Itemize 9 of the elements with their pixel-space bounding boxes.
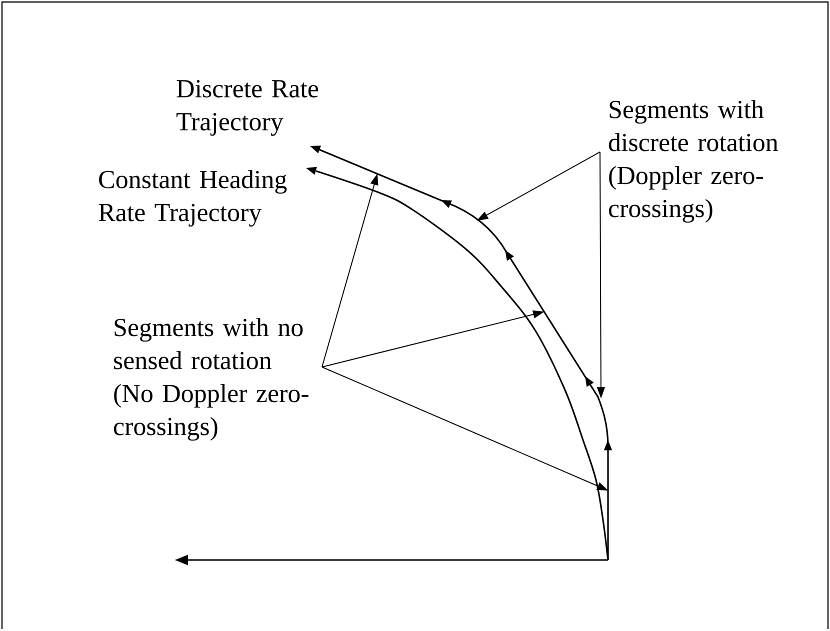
trajectory-label: Constant Heading Rate Trajectory	[98, 170, 287, 227]
leader-line	[596, 152, 605, 398]
trajectory-label: Discrete Rate Trajectory	[176, 80, 318, 136]
callout-text: Segments with discrete rotation (Doppler zero-crossings)	[608, 100, 778, 223]
callout-text: Segments with no sensed rotation (No Doppler zero-crossings)	[114, 318, 308, 441]
leader-line	[478, 152, 600, 220]
leader-line	[322, 174, 378, 368]
leader-line	[322, 310, 544, 368]
leader-line	[322, 366, 608, 490]
